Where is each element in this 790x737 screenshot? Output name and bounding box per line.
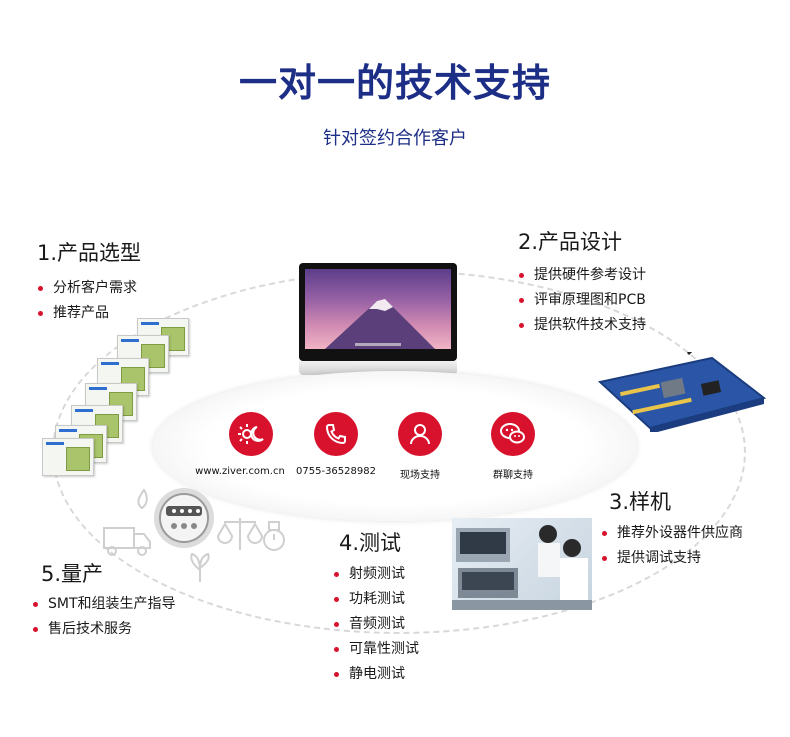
onsite-label: 现场支持 (400, 470, 440, 481)
dev-board-image (592, 338, 770, 434)
monitor-screen (305, 269, 451, 349)
section-4-list: 射频测试 功耗测试 音频测试 可靠性测试 静电测试 (333, 562, 419, 687)
group-chat-label: 群聊支持 (493, 470, 533, 481)
person-icon (398, 412, 442, 456)
page-subtitle: 针对签约合作客户 (323, 128, 467, 149)
watch-icon (263, 521, 285, 551)
list-item: 功耗测试 (333, 587, 419, 612)
section-5-title: 5.量产 (41, 562, 104, 586)
lab-photo (452, 518, 592, 610)
wechat-icon (491, 412, 535, 456)
section-1-title: 1.产品选型 (37, 241, 142, 265)
list-item: SMT和组装生产指导 (32, 592, 176, 617)
sun-moon-icon (229, 412, 273, 456)
section-2-title: 2.产品设计 (518, 230, 623, 254)
section-1-list: 分析客户需求 推荐产品 (37, 276, 137, 326)
section-2-list: 提供硬件参考设计 评审原理图和PCB 提供软件技术支持 (518, 263, 646, 338)
phone-label: 0755-36528982 (296, 466, 376, 477)
list-item: 提供软件技术支持 (518, 313, 646, 338)
page-title: 一对一的技术支持 (238, 61, 551, 105)
list-item: 可靠性测试 (333, 637, 419, 662)
list-item: 射频测试 (333, 562, 419, 587)
list-item: 评审原理图和PCB (518, 288, 646, 313)
list-item: 静电测试 (333, 662, 419, 687)
flame-icon (137, 488, 148, 510)
section-4-title: 4.测试 (339, 531, 402, 555)
website-label: www.ziver.com.cn (195, 466, 285, 477)
monitor-image (299, 263, 457, 361)
list-item: 推荐外设器件供应商 (601, 521, 743, 546)
sprout-icon (190, 552, 210, 582)
industry-icons (100, 478, 300, 588)
list-item: 提供硬件参考设计 (518, 263, 646, 288)
list-item: 推荐产品 (37, 301, 137, 326)
list-item: 售后技术服务 (32, 617, 176, 642)
phone-icon (314, 412, 358, 456)
section-3-title: 3.样机 (609, 490, 672, 514)
truck-icon (103, 527, 151, 556)
scale-icon (216, 518, 264, 550)
section-3-list: 推荐外设器件供应商 提供调试支持 (601, 521, 743, 571)
list-item: 提供调试支持 (601, 546, 743, 571)
meter-icon (154, 488, 214, 548)
module-image (42, 438, 94, 476)
list-item: 分析客户需求 (37, 276, 137, 301)
section-5-list: SMT和组装生产指导 售后技术服务 (32, 592, 176, 642)
list-item: 音频测试 (333, 612, 419, 637)
